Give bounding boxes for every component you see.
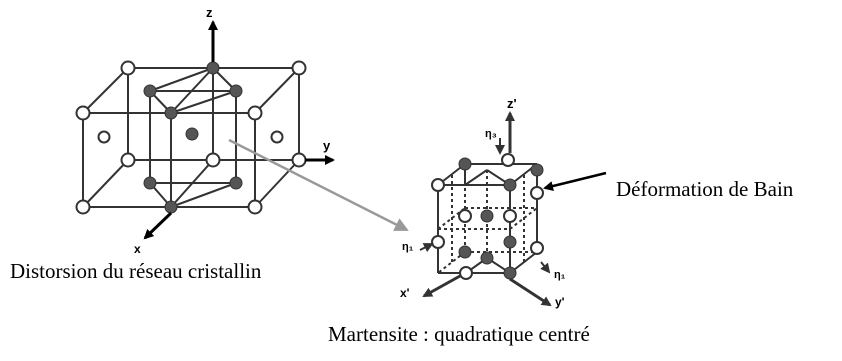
open-atom [247, 105, 263, 121]
transition-arrow [228, 138, 409, 232]
open-atom [291, 152, 307, 168]
filled-atom [206, 61, 220, 75]
open-atom [431, 178, 445, 192]
open-atom [247, 199, 263, 215]
eta1-left-label: η₁ [402, 241, 414, 253]
open-atom [205, 152, 221, 168]
open-atom [530, 241, 544, 255]
open-atom [270, 130, 284, 144]
filled-atom [503, 266, 517, 280]
filled-atom [480, 209, 494, 223]
axis-y-label: y [323, 138, 331, 153]
axis-z-label: z [206, 5, 213, 20]
axis-x-arrow [143, 211, 173, 240]
open-atom [530, 186, 544, 200]
open-atom [75, 199, 91, 215]
filled-atom [143, 84, 157, 98]
axis-y-prime-label: y' [555, 295, 565, 309]
filled-atom [185, 127, 199, 141]
eta1-right-arrow [540, 261, 551, 274]
open-atom [291, 60, 307, 76]
filled-atom [458, 157, 472, 171]
eta1-right-label: η₁ [554, 269, 566, 281]
open-atom [120, 152, 136, 168]
axis-x-label: x [134, 242, 141, 256]
bain-label: Déformation de Bain [616, 177, 794, 201]
left-axes [143, 20, 335, 240]
eta-arrows [419, 138, 551, 274]
left-caption: Distorsion du réseau cristallin [10, 259, 262, 283]
filled-atom [164, 200, 178, 214]
filled-atom [143, 176, 157, 190]
left-filled-atoms [143, 61, 243, 214]
filled-atom [229, 176, 243, 190]
open-atom [97, 130, 111, 144]
open-atom [458, 209, 472, 223]
eta3-label: η₃ [485, 128, 497, 140]
filled-atom [458, 245, 472, 259]
filled-atom [164, 106, 178, 120]
right-filled-atoms [458, 157, 544, 280]
filled-atom [530, 163, 544, 177]
open-atom [501, 153, 515, 167]
open-atom [431, 235, 445, 249]
filled-atom [503, 235, 517, 249]
right-open-atoms [431, 153, 544, 280]
bain-pointer-arrow [543, 171, 607, 191]
left-open-atoms [75, 60, 307, 215]
axis-y-prime-arrow [509, 277, 552, 307]
axis-z-prime-label: z' [507, 96, 517, 111]
open-atom [120, 60, 136, 76]
right-axes [422, 111, 552, 307]
eta1-left-arrow [419, 243, 434, 253]
axis-x-prime-label: x' [400, 286, 410, 300]
filled-atom [229, 84, 243, 98]
axis-x-prime-arrow [422, 274, 461, 298]
open-atom [75, 105, 91, 121]
filled-atom [503, 178, 517, 192]
martensite-caption: Martensite : quadratique centré [328, 322, 590, 346]
filled-atom [480, 251, 494, 265]
open-atom [459, 266, 473, 280]
open-atom [503, 209, 517, 223]
